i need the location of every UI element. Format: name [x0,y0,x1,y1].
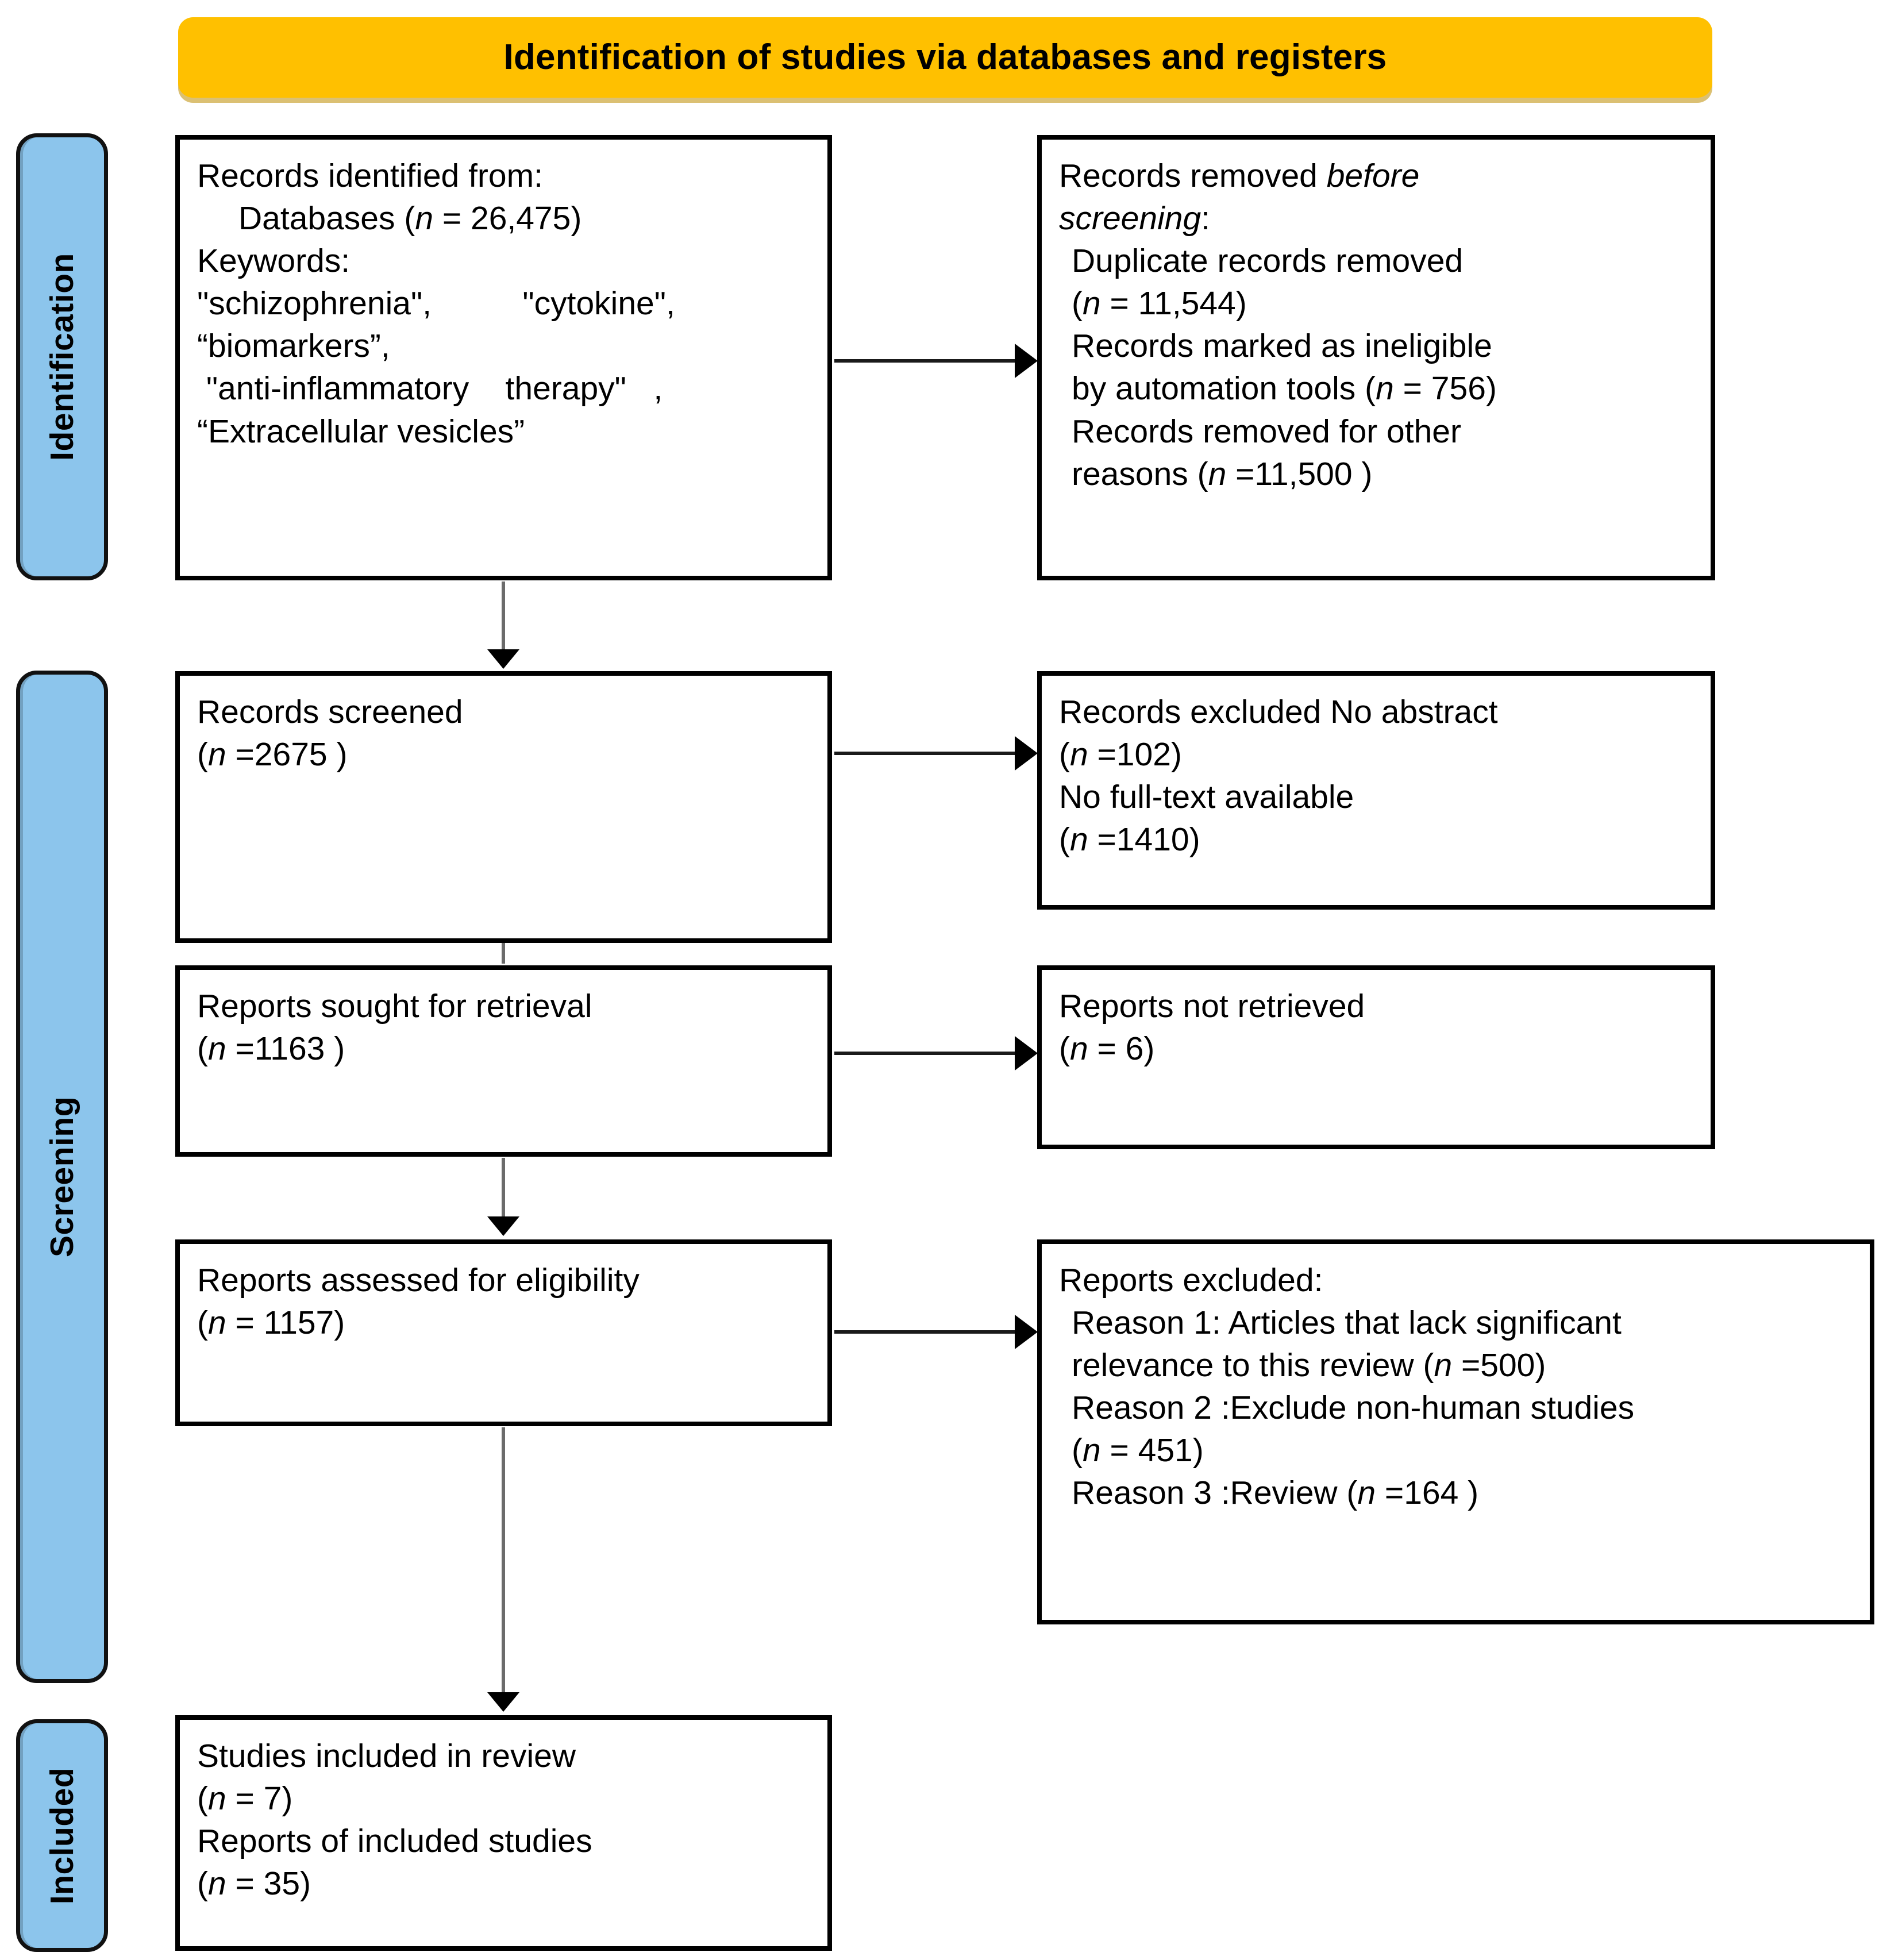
stage-tab-screening-label: Screening [44,1096,80,1258]
arrow-assessed-to-reports-excluded [834,1330,1017,1334]
records-removed-line-1: Records removed before [1059,157,1420,194]
reports-excluded-line-2: Reason 1: Articles that lack significant [1072,1304,1622,1342]
studies-included-line-3: Reports of included studies [197,1823,592,1860]
stage-tab-screening: Screening [16,671,108,1683]
records-removed-line-2: screening: [1059,200,1210,237]
node-records-excluded: Records excluded No abstract (n =102) No… [1037,671,1715,910]
arrow-screened-stub [502,943,505,964]
node-records-identified: Records identified from: Databases (n = … [175,135,832,580]
records-excluded-line-3: No full-text available [1059,779,1354,816]
node-reports-not-retrieved: Reports not retrieved (n = 6) [1037,965,1715,1149]
reports-sought-line-2: (n =1163 ) [197,1030,345,1068]
records-screened-line-2: (n =2675 ) [197,736,348,773]
node-reports-excluded-reasons: Reports excluded: Reason 1: Articles tha… [1037,1239,1874,1624]
records-identified-line-4: "schizophrenia", "cytokine", [197,285,675,322]
reports-excluded-line-6: Reason 3 :Review (n =164 ) [1072,1474,1479,1512]
arrow-identified-to-removed [834,359,1017,363]
node-reports-assessed-for-eligibility: Reports assessed for eligibility (n = 11… [175,1239,832,1426]
records-removed-line-4: (n = 11,544) [1072,285,1247,322]
node-reports-sought-for-retrieval: Reports sought for retrieval (n =1163 ) [175,965,832,1157]
stage-tab-identification: Identification [16,133,108,580]
node-records-removed-before-screening: Records removed before screening: Duplic… [1037,135,1715,580]
diagram-header-banner: Identification of studies via databases … [178,17,1712,98]
records-removed-line-8: reasons (n =11,500 ) [1072,455,1373,492]
reports-excluded-line-1: Reports excluded: [1059,1262,1323,1299]
node-records-screened: Records screened (n =2675 ) [175,671,832,943]
records-screened-line-1: Records screened [197,694,463,730]
arrow-sought-to-assessed [502,1158,505,1219]
reports-not-retrieved-line-1: Reports not retrieved [1059,988,1365,1025]
records-removed-line-7: Records removed for other [1072,413,1461,450]
stage-tab-included: Included [16,1719,108,1952]
reports-excluded-line-5: (n = 451) [1072,1432,1204,1469]
records-identified-line-2: Databases (n = 26,475) [238,200,582,237]
reports-not-retrieved-line-2: (n = 6) [1059,1030,1155,1068]
records-removed-line-5: Records marked as ineligible [1072,328,1492,365]
records-excluded-line-2: (n =102) [1059,736,1182,773]
reports-excluded-line-3: relevance to this review (n =500) [1072,1347,1546,1384]
stage-tab-identification-label: Identification [44,253,81,461]
records-removed-line-6: by automation tools (n = 756) [1072,370,1497,407]
studies-included-line-4: (n = 35) [197,1865,311,1903]
reports-assessed-line-1: Reports assessed for eligibility [197,1262,640,1299]
reports-assessed-line-2: (n = 1157) [197,1304,345,1342]
reports-sought-line-1: Reports sought for retrieval [197,988,592,1025]
node-studies-included-in-review: Studies included in review (n = 7) Repor… [175,1715,832,1951]
records-identified-line-7: “Extracellular vesicles” [197,413,525,450]
records-identified-line-1: Records identified from: [197,157,543,194]
records-excluded-line-1: Records excluded No abstract [1059,694,1498,730]
records-removed-line-3: Duplicate records removed [1072,242,1464,280]
arrow-assessed-to-included [502,1427,505,1695]
page-title: Identification of studies via databases … [503,37,1387,77]
records-excluded-line-4: (n =1410) [1059,821,1200,858]
records-identified-line-6: "anti-inflammatory therapy" , [197,370,663,407]
records-identified-line-5: “biomarkers”, [197,328,390,365]
studies-included-line-2: (n = 7) [197,1780,293,1817]
arrow-identified-to-screened [502,582,505,652]
arrow-screened-to-excluded [834,752,1017,755]
studies-included-line-1: Studies included in review [197,1738,576,1774]
reports-excluded-line-4: Reason 2 :Exclude non-human studies [1072,1389,1635,1427]
arrow-sought-to-not-retrieved [834,1052,1017,1055]
stage-tab-included-label: Included [44,1767,81,1904]
records-identified-line-3: Keywords: [197,242,351,280]
